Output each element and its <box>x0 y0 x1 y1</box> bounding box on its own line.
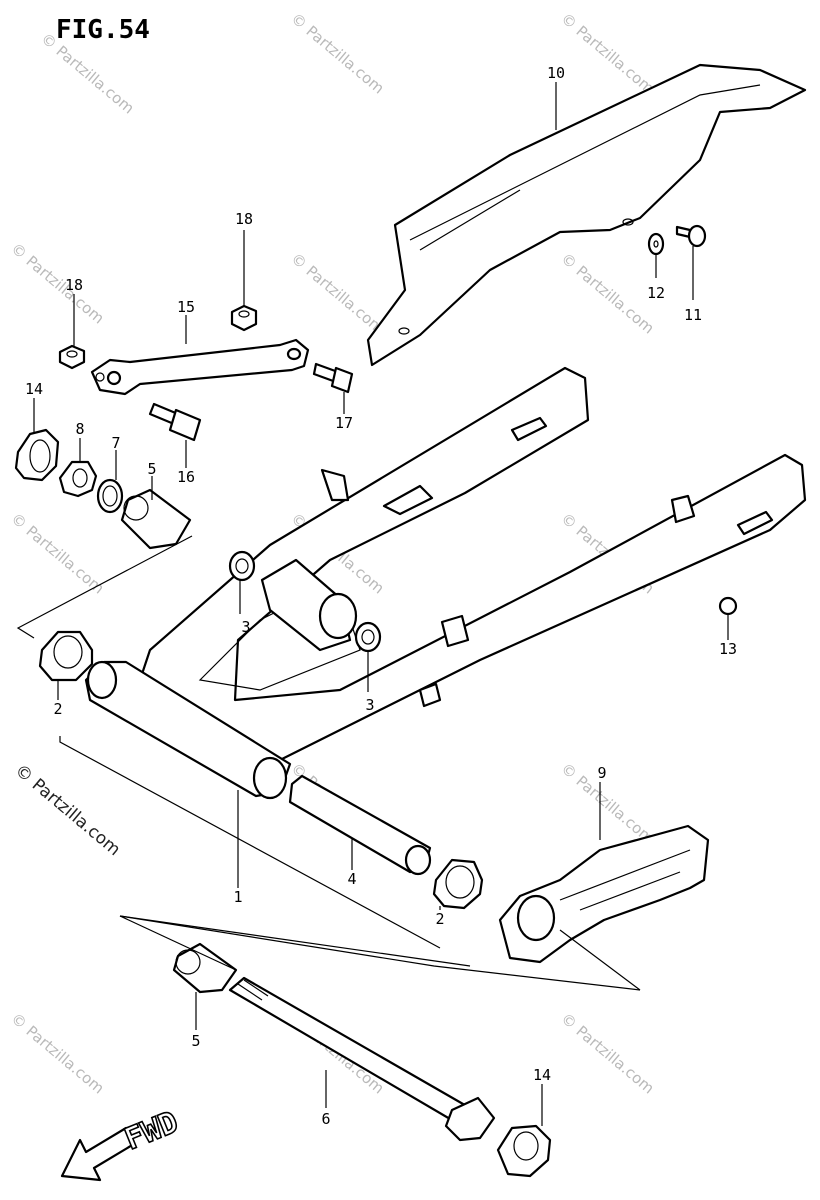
part-9-chain-buffer <box>498 824 710 964</box>
part-10-chain-case <box>366 63 807 367</box>
callout-6: 6 <box>321 1110 330 1128</box>
watermark: © Partzilla.com <box>7 239 107 327</box>
callout-3: 3 <box>365 696 374 714</box>
callout-18: 18 <box>235 210 253 228</box>
part-3-bushing-upper <box>228 550 256 582</box>
watermark: © Partzilla.com <box>557 249 657 337</box>
callout-11: 11 <box>684 306 702 324</box>
part-11-bolt <box>675 224 707 248</box>
watermark: © Partzilla.com <box>287 9 387 97</box>
callout-4: 4 <box>347 870 356 888</box>
part-16-bolt <box>148 402 202 442</box>
callout-3: 3 <box>241 618 250 636</box>
part-6-pivot-shaft <box>228 976 496 1142</box>
callout-7: 7 <box>111 434 120 452</box>
callout-12: 12 <box>647 284 665 302</box>
part-13-plug <box>718 596 738 616</box>
fwd-label: FWD <box>120 1105 183 1158</box>
part-1-swingarm <box>84 366 807 800</box>
callout-16: 16 <box>177 468 195 486</box>
callout-2: 2 <box>53 700 62 718</box>
callout-8: 8 <box>75 420 84 438</box>
part-15-torque-link <box>90 338 310 396</box>
part-7-washer <box>96 478 124 514</box>
callout-5: 5 <box>191 1032 200 1050</box>
callout-1: 1 <box>233 888 242 906</box>
part-12-washer <box>647 232 665 256</box>
callout-14: 14 <box>25 380 43 398</box>
callout-10: 10 <box>547 64 565 82</box>
callout-15: 15 <box>177 298 195 316</box>
part-3-bushing-lower <box>354 621 382 653</box>
part-18-nut-left <box>58 344 86 370</box>
watermark: © Partzilla.com <box>7 1009 107 1097</box>
watermark: © Partzilla.com <box>287 249 387 337</box>
callout-17: 17 <box>335 414 353 432</box>
part-5-spacer-upper <box>120 488 192 550</box>
watermark: © Partzilla.com <box>557 9 657 97</box>
part-2-bearing-right <box>432 858 484 910</box>
forward-direction-indicator: FWD <box>60 1104 184 1182</box>
part-8-nut <box>58 460 98 498</box>
callout-13: 13 <box>719 640 737 658</box>
leader-lines <box>16 82 729 1126</box>
figure-title: FIG.54 <box>56 15 150 45</box>
watermark: © Partzilla.com <box>7 509 107 597</box>
part-17-bolt <box>312 362 354 394</box>
part-4-pipe <box>288 774 432 876</box>
callout-9: 9 <box>597 764 606 782</box>
callout-18: 18 <box>65 276 83 294</box>
watermark-prominent: © Partzilla.com <box>11 761 124 861</box>
callout-14: 14 <box>533 1066 551 1084</box>
part-5-spacer-lower <box>172 942 238 994</box>
callout-5: 5 <box>147 460 156 478</box>
part-2-bearing-left <box>38 630 94 682</box>
callout-2: 2 <box>435 910 444 928</box>
part-18-nut-right <box>230 304 258 332</box>
part-14-cap-upper <box>14 428 60 482</box>
callout-labels: 1 2 2 3 3 4 5 5 6 7 8 9 10 11 12 13 14 1… <box>25 64 737 1128</box>
watermark: © Partzilla.com <box>557 759 657 847</box>
watermark: © Partzilla.com <box>557 1009 657 1097</box>
part-14-cap-lower <box>496 1124 552 1178</box>
